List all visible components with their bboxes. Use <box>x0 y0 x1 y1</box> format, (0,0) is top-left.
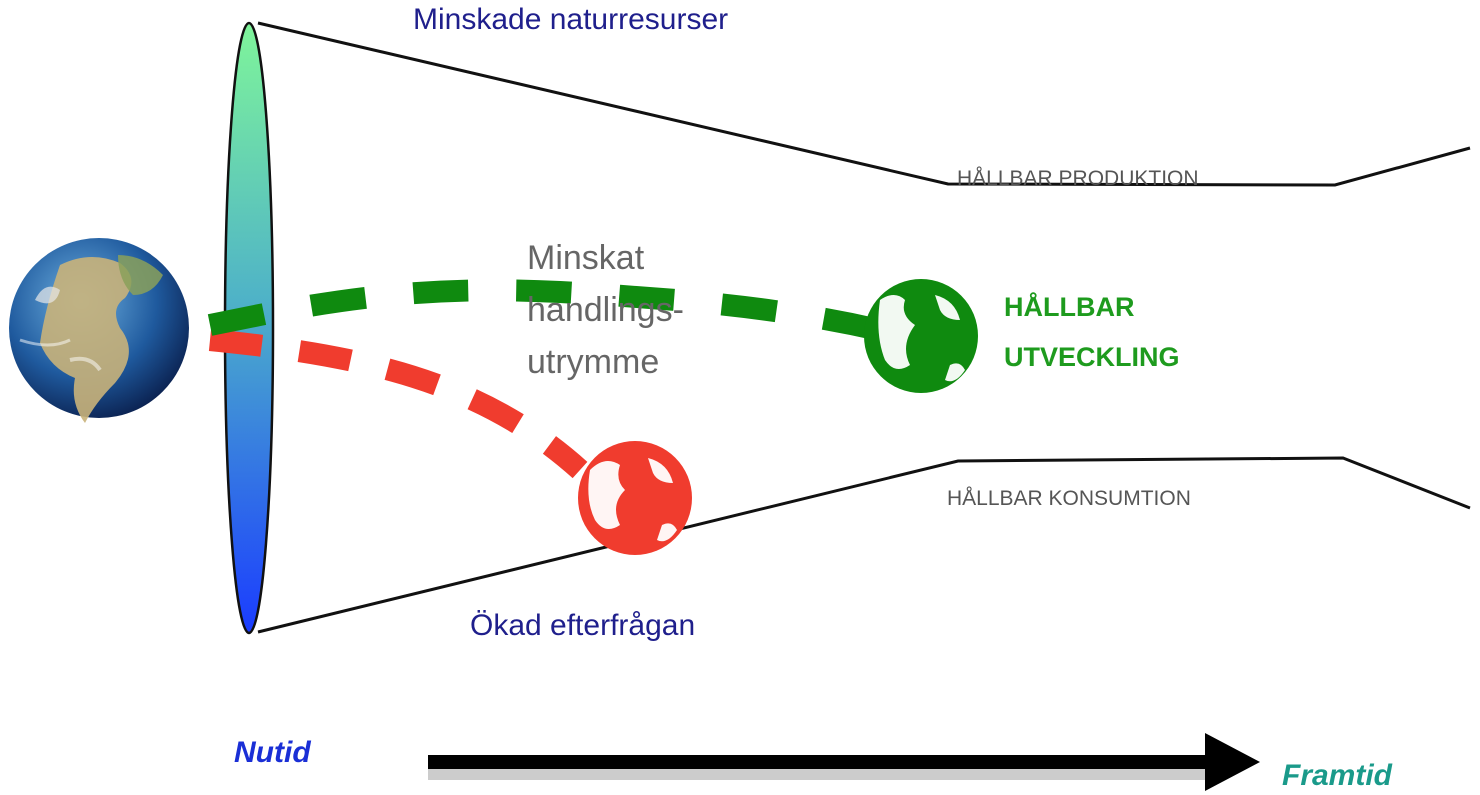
green-globe-icon <box>864 279 978 393</box>
consumption-label: HÅLLBAR KONSUMTION <box>947 487 1191 510</box>
red-globe-icon <box>578 441 692 555</box>
sd-label-line2: UTVECKLING <box>1004 342 1180 372</box>
resources-label: Minskade naturresurser <box>413 3 729 36</box>
scope-label-line2: handlings- <box>527 291 684 329</box>
scope-label-line3: utrymme <box>527 343 660 381</box>
sd-label-line1: HÅLLBAR <box>1004 292 1135 322</box>
scope-label: Minskat handlings- utrymme <box>527 232 727 388</box>
unsustainable-path <box>208 329 588 479</box>
earth-globe-icon <box>9 238 189 423</box>
demand-label: Ökad efterfrågan <box>470 609 696 642</box>
arrow-right-icon <box>428 733 1260 791</box>
funnel-top-line <box>257 21 1471 187</box>
now-label: Nutid <box>234 736 311 769</box>
future-label: Framtid <box>1282 759 1393 792</box>
production-label: HÅLLBAR PRODUKTION <box>957 167 1199 190</box>
sustainable-path <box>207 279 903 346</box>
funnel-bottom-line <box>257 456 1471 634</box>
scope-label-line1: Minskat <box>527 239 645 277</box>
sustainable-development-label: HÅLLBAR UTVECKLING <box>1004 282 1180 382</box>
